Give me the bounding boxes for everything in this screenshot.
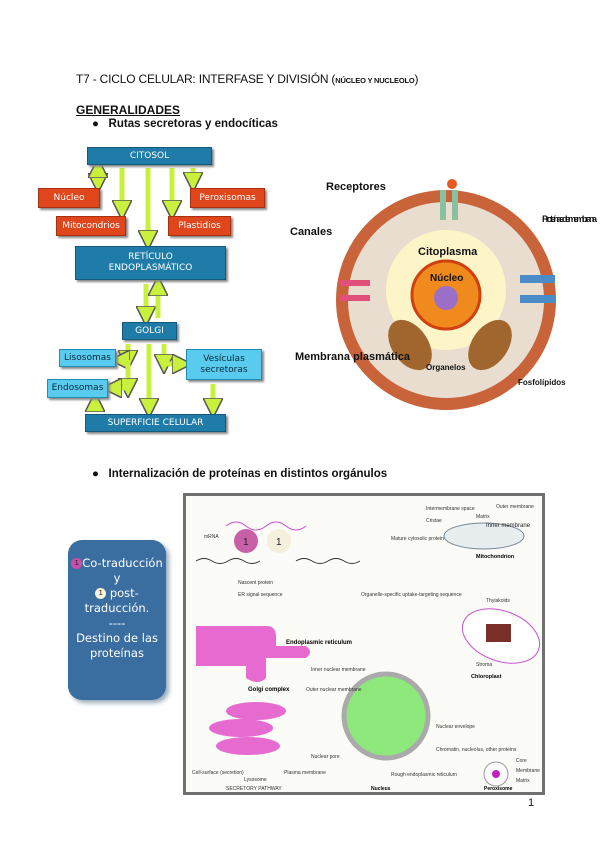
label-citoplasma: Citoplasma <box>418 246 478 258</box>
svg-text:Mature cytosolic protein: Mature cytosolic protein <box>391 536 444 542</box>
label-proteinas: Proteínas de membrana <box>542 214 598 224</box>
svg-text:Organelle-specific uptake-targ: Organelle-specific uptake-targeting sequ… <box>361 592 462 598</box>
label-canales: Canales <box>290 226 332 238</box>
label-membrana: Membrana plasmática <box>295 351 411 363</box>
section-heading: GENERALIDADES <box>76 103 181 117</box>
svg-text:Thylakoids: Thylakoids <box>486 598 510 604</box>
svg-text:SECRETORY PATHWAY: SECRETORY PATHWAY <box>226 786 282 792</box>
box-endosomas: Endosomas <box>47 379 108 398</box>
box-superficie: SUPERFICIE CELULAR <box>85 414 226 432</box>
badge-co: 1 <box>71 558 83 569</box>
svg-text:Core: Core <box>516 758 527 764</box>
protein-targeting-figure: 1 1 mRNA Nascent protein ER signal seque… <box>183 493 545 795</box>
box-golgi: GOLGI <box>122 322 177 340</box>
svg-text:Nuclear envelope: Nuclear envelope <box>436 724 475 730</box>
svg-text:Outer membrane: Outer membrane <box>496 504 534 510</box>
svg-text:Mitochondrion: Mitochondrion <box>476 554 515 560</box>
box-mitocondrios: Mitocondrios <box>56 216 126 236</box>
svg-text:Plasma membrane: Plasma membrane <box>284 770 326 776</box>
page-number: 1 <box>528 797 535 809</box>
svg-text:Cell-surface (secretion): Cell-surface (secretion) <box>192 770 244 776</box>
svg-text:Inner nuclear membrane: Inner nuclear membrane <box>311 667 366 673</box>
box-citosol: CITOSOL <box>87 147 212 165</box>
svg-text:Golgi complex: Golgi complex <box>248 687 290 693</box>
label-organelos: Organelos <box>426 363 466 372</box>
svg-text:1: 1 <box>276 537 282 548</box>
label-fosfolipidos: Fosfolípidos <box>518 378 566 387</box>
svg-text:Peroxisome: Peroxisome <box>484 786 513 792</box>
box-nucleo: Núcleo <box>38 188 100 208</box>
box-peroxisomas: Peroxisomas <box>190 188 265 208</box>
svg-text:Rough endoplasmic reticulum: Rough endoplasmic reticulum <box>391 772 457 778</box>
svg-text:ER signal sequence: ER signal sequence <box>238 592 283 598</box>
label-inner-membrane: Inner membrane <box>486 523 531 529</box>
svg-text:mRNA: mRNA <box>204 534 219 540</box>
svg-text:Nucleus: Nucleus <box>371 786 391 792</box>
svg-text:Outer nuclear membrane: Outer nuclear membrane <box>306 687 362 693</box>
svg-text:Matrix: Matrix <box>476 514 490 520</box>
svg-text:Membrane: Membrane <box>516 768 540 774</box>
box-vesiculas: Vesículas secretoras <box>186 349 262 380</box>
svg-text:Stroma: Stroma <box>476 662 492 668</box>
svg-text:Nascent protein: Nascent protein <box>238 580 273 586</box>
label-nucleo: Núcleo <box>430 273 463 284</box>
svg-text:Matrix: Matrix <box>516 778 530 784</box>
svg-text:1: 1 <box>243 537 249 548</box>
svg-text:Chloroplast: Chloroplast <box>471 674 502 680</box>
svg-text:Lysosome: Lysosome <box>244 777 267 783</box>
badge-post: 1 <box>95 587 107 599</box>
bullet-rutas: ● Rutas secretoras y endocíticas <box>92 118 278 130</box>
svg-text:Endoplasmic reticulum: Endoplasmic reticulum <box>286 640 352 646</box>
box-plastidios: Plastidios <box>168 216 231 236</box>
svg-text:Chromatin, nucleolus, other pr: Chromatin, nucleolus, other proteins <box>436 747 517 753</box>
bullet-internalizacion: ● Internalización de proteínas en distin… <box>92 468 388 480</box>
box-reticulo: RETÍCULO ENDOPLASMÁTICO <box>75 246 226 280</box>
flow-arrows <box>0 0 290 440</box>
page-title: T7 - CICLO CELULAR: INTERFASE Y DIVISIÓN… <box>76 72 419 86</box>
svg-text:Nuclear pore: Nuclear pore <box>311 754 340 760</box>
box-lisosomas: Lisosomas <box>59 349 116 367</box>
label-receptores: Receptores <box>326 181 386 193</box>
svg-text:Cristae: Cristae <box>426 518 442 524</box>
cell-diagram: Receptores Canales Citoplasma Núcleo Mem… <box>290 179 598 410</box>
svg-text:Intermembrane space: Intermembrane space <box>426 506 475 512</box>
